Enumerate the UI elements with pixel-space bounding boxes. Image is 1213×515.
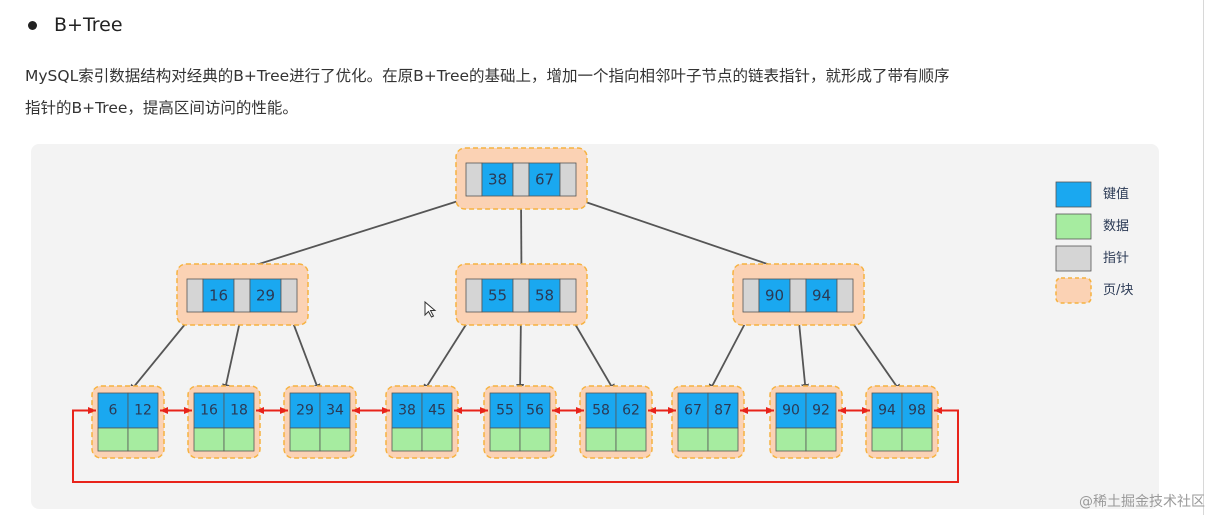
internal-node-key-cell	[805, 278, 838, 313]
leaf-data-cell	[289, 427, 321, 452]
legend-pointer-label: 指针	[1103, 251, 1129, 266]
internal-node-pointer-cell	[465, 278, 483, 313]
root-node-key-label: 67	[535, 171, 554, 189]
leaf-data-cell	[871, 427, 903, 452]
internal-node-pointer-cell	[836, 278, 854, 313]
leaf-data-cell	[775, 427, 807, 452]
tree-edge	[707, 311, 752, 395]
internal-node-key-cell	[528, 278, 561, 313]
internal-node-pointer-cell	[742, 278, 760, 313]
leaf-key-label: 90	[782, 403, 800, 419]
leaf-data-cell	[519, 427, 551, 452]
leaf-key-label: 18	[230, 403, 248, 419]
legend-key-label: 键值	[1103, 186, 1129, 202]
root-node-pointer-cell	[512, 162, 530, 197]
paragraph-line-2: 指针的B+Tree，提高区间访问的性能。	[25, 99, 298, 117]
paragraph-line-1: MySQL索引数据结构对经典的B+Tree进行了优化。在原B+Tree的基础上，…	[25, 67, 950, 85]
leaf-key-label: 29	[296, 403, 314, 419]
description-paragraph: MySQL索引数据结构对经典的B+Tree进行了优化。在原B+Tree的基础上，…	[25, 60, 1135, 124]
leaf-key-label: 6	[109, 403, 118, 419]
legend-page-swatch	[1055, 277, 1092, 304]
internal-node-key-label: 29	[256, 287, 275, 305]
leaf-key-label: 62	[622, 403, 640, 419]
leaf-data-cell	[489, 427, 521, 452]
legend-key-swatch	[1055, 181, 1092, 208]
legend-page-label: 页/块	[1103, 283, 1133, 298]
internal-node-key-label: 58	[535, 287, 554, 305]
leaf-data-cell	[615, 427, 647, 452]
tree-edge	[127, 311, 196, 395]
root-node-key-cell	[481, 162, 514, 197]
internal-node-key-cell	[249, 278, 282, 313]
leaf-wraparound-link	[72, 407, 959, 483]
internal-node-key-label: 16	[209, 287, 228, 305]
legend-data-swatch	[1055, 213, 1092, 240]
watermark: @稀土掘金技术社区	[1079, 494, 1205, 510]
internal-node-pointer-cell	[280, 278, 298, 313]
tree-edge	[797, 311, 810, 395]
leaf-key-label: 94	[878, 403, 896, 419]
section-heading: B+Tree	[28, 14, 123, 36]
leaf-key-label: 92	[812, 403, 830, 419]
leaf-data-cell	[223, 427, 255, 452]
bullet-icon	[28, 20, 37, 30]
internal-node-pointer-cell	[233, 278, 251, 313]
leaf-data-cell	[127, 427, 159, 452]
leaf-data-cell	[901, 427, 933, 452]
internal-node-key-label: 55	[488, 287, 507, 305]
legend-pointer-swatch	[1055, 245, 1092, 272]
internal-node-pointer-cell	[186, 278, 204, 313]
leaf-key-label: 34	[326, 403, 344, 419]
leaf-data-cell	[421, 427, 453, 452]
leaf-data-cell	[707, 427, 739, 452]
leaf-key-label: 55	[496, 403, 514, 419]
mouse-cursor-icon	[424, 300, 437, 318]
leaf-data-cell	[677, 427, 709, 452]
leaf-data-cell	[319, 427, 351, 452]
leaf-data-cell	[585, 427, 617, 452]
root-node-key-label: 38	[488, 171, 507, 189]
page-divider	[1203, 0, 1204, 515]
internal-node-key-label: 90	[765, 287, 784, 305]
bplus-tree-diagram: 38 67 16 29 55 58 90 94 6 12 16 18 29 34 38 45 55 56 58 62 6…	[72, 147, 1133, 483]
leaf-key-label: 67	[684, 403, 702, 419]
leaf-key-label: 45	[428, 403, 446, 419]
leaf-key-label: 98	[908, 403, 926, 419]
leaf-key-label: 12	[134, 403, 152, 419]
leaf-key-label: 56	[526, 403, 544, 419]
diagram-canvas: 38 67 16 29 55 58 90 94 6 12 16 18 29 34 38 45 55 56 58 62 6…	[31, 144, 1159, 509]
leaf-data-cell	[97, 427, 129, 452]
leaf-data-cell	[805, 427, 837, 452]
leaf-key-label: 58	[592, 403, 610, 419]
leaf-data-cell	[391, 427, 423, 452]
root-node-pointer-cell	[559, 162, 577, 197]
heading-title: B+Tree	[54, 14, 123, 36]
internal-node-pointer-cell	[789, 278, 807, 313]
legend-data-label: 数据	[1103, 219, 1129, 234]
internal-node-pointer-cell	[559, 278, 577, 313]
leaf-data-cell	[193, 427, 225, 452]
leaf-key-label: 38	[398, 403, 416, 419]
internal-node-key-label: 94	[812, 287, 831, 305]
internal-node-pointer-cell	[512, 278, 530, 313]
internal-node-key-cell	[481, 278, 514, 313]
root-node-pointer-cell	[465, 162, 483, 197]
leaf-key-label: 16	[200, 403, 218, 419]
leaf-key-label: 87	[714, 403, 732, 419]
